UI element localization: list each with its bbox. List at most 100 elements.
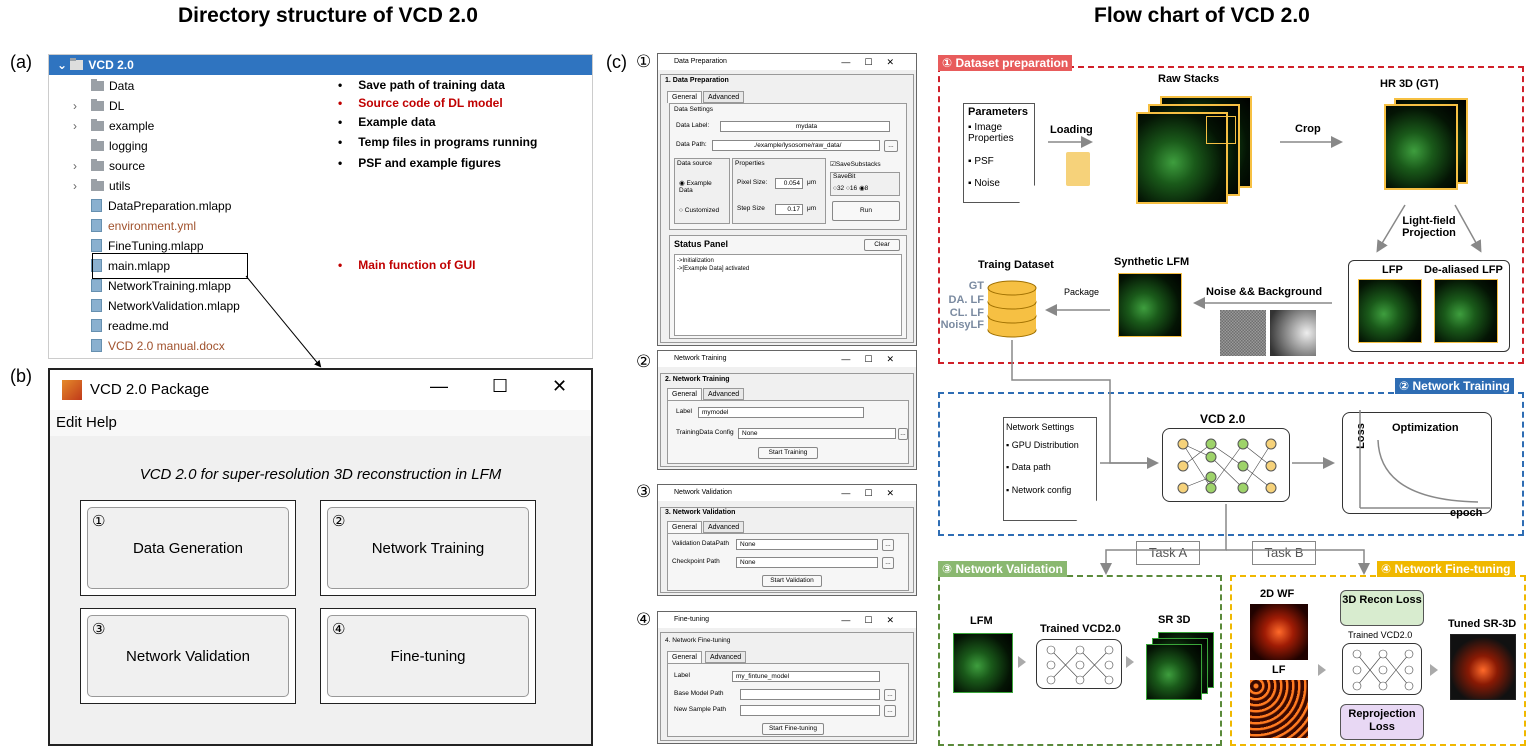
tree-item-label: logging [109,139,148,153]
tab-general[interactable]: General [667,388,702,400]
validation-path-label: Validation DataPath [672,540,729,547]
browse-button[interactable]: ... [884,689,896,701]
step-size-input[interactable]: 0.17 [775,204,803,215]
param-image: ▪ Image Properties [968,122,1014,144]
folder-icon [91,79,104,91]
tree-root[interactable]: ⌄ VCD 2.0 [49,55,592,75]
folder-icon [91,139,104,151]
tab-advanced[interactable]: Advanced [703,521,745,533]
tree-item[interactable]: logging [49,136,349,156]
tab-advanced[interactable]: Advanced [703,388,745,400]
raw-stacks-label: Raw Stacks [1158,73,1220,85]
tree-item-label: FineTuning.mlapp [108,239,204,253]
tree-item[interactable]: main.mlapp [49,256,349,276]
note-logging: Temp files in programs running [338,135,537,149]
tree-item[interactable]: FineTuning.mlapp [49,236,349,256]
chevron-right-icon[interactable]: › [73,119,77,133]
radio-example[interactable]: ◉ Example Data [679,180,712,194]
start-fine-tuning-button[interactable]: Start Fine-tuning [762,723,824,735]
data-settings-panel: Data Settings Data Label: mydata Data Pa… [669,103,907,230]
database-icon [987,276,1037,338]
tree-item[interactable]: › DL [49,96,349,116]
browse-button-2[interactable]: ... [882,557,894,569]
section-title: 2. Network Training [665,376,730,383]
browse-button[interactable]: ... [898,428,908,440]
clear-button[interactable]: Clear [864,239,900,251]
dataset-label: Traing Dataset [978,259,1054,271]
browse-button-2[interactable]: ... [884,705,896,717]
base-model-label: Base Model Path [674,690,724,697]
optimization-box [1342,412,1492,514]
pixel-size-input[interactable]: 0.054 [775,178,803,189]
tree-item-label: environment.yml [108,219,197,233]
validation-path-input[interactable]: None [736,539,878,550]
start-validation-button[interactable]: Start Validation [762,575,822,587]
net-train-titlebar: Network Training—☐✕ [658,351,916,367]
label-input[interactable]: mymodel [698,407,864,418]
menu-edit[interactable]: Edit [56,414,82,431]
label-label: Label [674,672,690,679]
chevron-right-icon[interactable]: › [73,99,77,113]
tree-item[interactable]: ›source [49,156,349,176]
tab-advanced[interactable]: Advanced [705,651,747,663]
tree-item[interactable]: VCD 2.0 manual.docx [49,336,349,356]
config-input[interactable]: None [738,428,896,439]
minimize-icon[interactable]: — [430,376,448,396]
tree-item[interactable]: NetworkTraining.mlapp [49,276,349,296]
ns-gpu: ▪ GPU Distribution [1006,440,1079,450]
tab-general[interactable]: General [667,521,702,533]
tab-general[interactable]: General [667,651,702,663]
crop-box [1206,116,1236,144]
start-training-button[interactable]: Start Training [758,447,818,459]
browse-button[interactable]: ... [882,539,894,551]
folder-icon [91,159,104,171]
data-label-input[interactable]: mydata [720,121,890,132]
menu-bar: Edit Help [50,410,591,436]
savebit-options[interactable]: ○32 ○16 ◉8 [833,185,869,192]
network-validation-tag: ③ Network Validation [938,561,1067,577]
maximize-icon[interactable]: ☐ [492,376,509,396]
noise-label: Noise && Background [1206,286,1323,298]
main-highlight-box [92,253,248,279]
tree-item[interactable]: readme.md [49,316,349,336]
epoch-axis-label: epoch [1450,507,1483,519]
window-controls[interactable]: —☐✕ [841,354,908,364]
tab-advanced[interactable]: Advanced [703,91,745,103]
close-icon[interactable]: ✕ [552,376,568,396]
data-path-input[interactable]: ./example/lysosome/raw_data/ [712,140,880,151]
chevron-right-icon[interactable]: › [73,159,77,173]
run-button[interactable]: Run [832,201,900,221]
chevron-right-icon[interactable]: › [73,179,77,193]
tab-general[interactable]: General [667,91,702,103]
radio-customized[interactable]: ○ Customized [679,207,720,214]
sample-path-input[interactable] [740,705,880,716]
save-substacks-checkbox[interactable]: ☑SaveSubstacks [830,161,881,168]
tree-item[interactable]: ›utils [49,176,349,196]
menu-help[interactable]: Help [86,414,117,431]
tree-item[interactable]: DataPreparation.mlapp [49,196,349,216]
base-model-input[interactable] [740,689,880,700]
left-heading: Directory structure of VCD 2.0 [178,4,478,27]
window-controls[interactable]: —☐✕ [841,57,908,67]
network-training-section [938,392,1524,536]
window-controls[interactable]: —☐✕ [841,615,908,625]
net-val-titlebar: Network Validation—☐✕ [658,485,916,501]
net-val-settings: Validation DataPath None ... Checkpoint … [667,533,909,591]
chevron-down-icon[interactable]: ⌄ [57,58,68,72]
checkpoint-path-input[interactable]: None [736,557,878,568]
trained2-label: Trained VCD2.0 [1348,630,1413,640]
label-input[interactable]: my_fintune_model [732,671,880,682]
tree-item[interactable]: environment.yml [49,216,349,236]
browse-button[interactable]: ... [884,140,898,152]
tree-item[interactable]: Data [49,76,349,96]
tree-item[interactable]: NetworkValidation.mlapp [49,296,349,316]
window-controls[interactable]: —☐✕ [841,488,908,498]
net-train-panel: 2. Network Training General Advanced Lab… [660,373,914,467]
tree-item[interactable]: ›example [49,116,349,136]
tree-item-label: DL [109,99,125,113]
note-main: Main function of GUI [338,258,475,272]
